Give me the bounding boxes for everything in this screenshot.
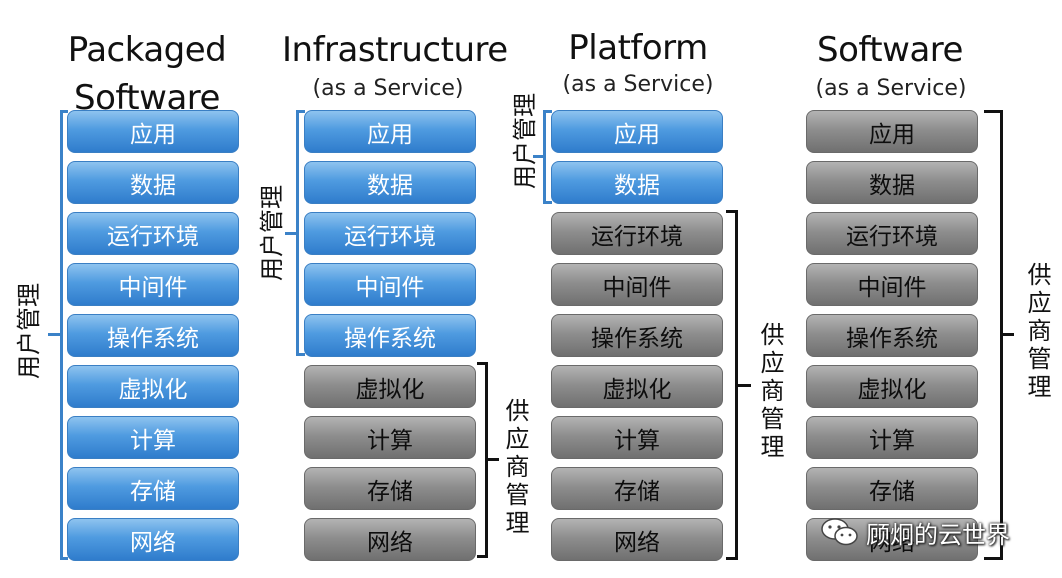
watermark: 顾炯的云世界 xyxy=(820,510,1010,554)
watermark-text: 顾炯的云世界 xyxy=(866,520,1010,549)
layer-box: 应用 xyxy=(67,110,239,153)
layer-box: 操作系统 xyxy=(551,314,723,357)
layer-box: 网络 xyxy=(304,518,476,561)
user-managed-label: 用户管理 xyxy=(15,283,43,379)
layer-box: 数据 xyxy=(551,161,723,204)
user-managed-label: 用户管理 xyxy=(511,93,539,189)
column-title-saas: Software xyxy=(817,30,963,70)
layer-box: 存储 xyxy=(304,467,476,510)
layer-box: 数据 xyxy=(304,161,476,204)
vendor-managed-label: 供应商管理 xyxy=(756,322,784,462)
column-subtitle-saas: (as a Service) xyxy=(815,76,967,101)
wechat-icon xyxy=(821,518,858,546)
layer-box: 虚拟化 xyxy=(806,365,978,408)
layer-box: 网络 xyxy=(67,518,239,561)
column-title-paas: Platform xyxy=(568,28,708,68)
layer-box: 运行环境 xyxy=(806,212,978,255)
layer-box: 操作系统 xyxy=(806,314,978,357)
layer-box: 中间件 xyxy=(806,263,978,306)
layer-box: 数据 xyxy=(67,161,239,204)
layer-box: 运行环境 xyxy=(551,212,723,255)
user-managed-label: 用户管理 xyxy=(258,185,286,281)
vendor-managed-label: 供应商管理 xyxy=(1023,262,1051,402)
column-subtitle-iaas: (as a Service) xyxy=(312,76,464,101)
column-title-packaged-line1: Packaged xyxy=(67,30,227,70)
layer-box: 应用 xyxy=(551,110,723,153)
layer-box: 计算 xyxy=(806,416,978,459)
column-subtitle-paas: (as a Service) xyxy=(562,72,714,97)
layer-box: 虚拟化 xyxy=(551,365,723,408)
layer-box: 中间件 xyxy=(304,263,476,306)
layer-box: 计算 xyxy=(551,416,723,459)
layer-box: 虚拟化 xyxy=(67,365,239,408)
layer-box: 运行环境 xyxy=(304,212,476,255)
layer-box: 存储 xyxy=(551,467,723,510)
layer-box: 中间件 xyxy=(551,263,723,306)
layer-box: 中间件 xyxy=(67,263,239,306)
layer-box: 运行环境 xyxy=(67,212,239,255)
layer-box: 计算 xyxy=(67,416,239,459)
layer-box: 虚拟化 xyxy=(304,365,476,408)
layer-box: 应用 xyxy=(304,110,476,153)
layer-box: 操作系统 xyxy=(304,314,476,357)
layer-box: 存储 xyxy=(806,467,978,510)
layer-box: 操作系统 xyxy=(67,314,239,357)
column-title-iaas: Infrastructure xyxy=(282,30,508,70)
vendor-managed-label: 供应商管理 xyxy=(501,398,529,538)
layer-box: 数据 xyxy=(806,161,978,204)
layer-box: 存储 xyxy=(67,467,239,510)
layer-box: 计算 xyxy=(304,416,476,459)
layer-box: 网络 xyxy=(551,518,723,561)
layer-box: 应用 xyxy=(806,110,978,153)
